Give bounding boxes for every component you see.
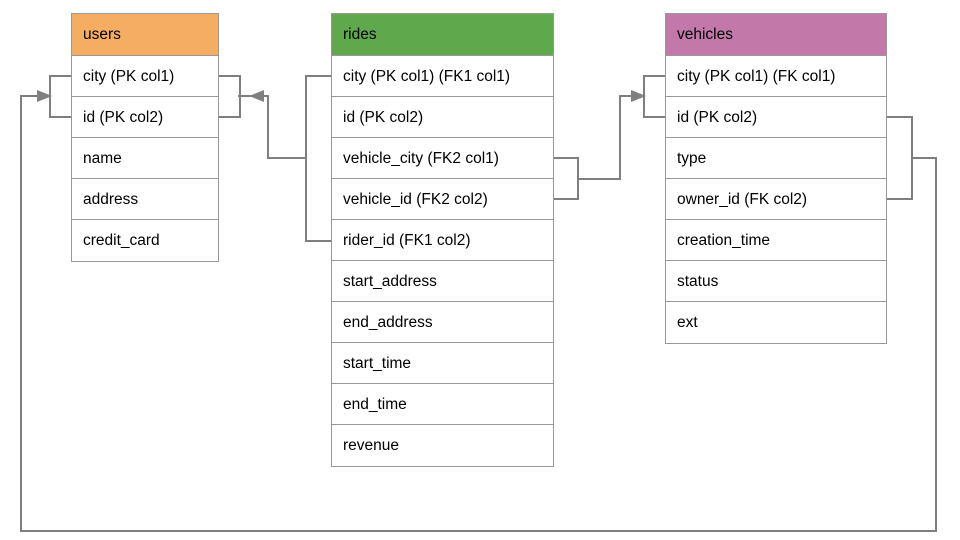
table-row[interactable]: ext [666,302,886,343]
table-row[interactable]: end_address [332,302,553,343]
table-row[interactable]: city (PK col1) (FK1 col1) [332,56,553,97]
table-header-rides: rides [332,14,553,56]
table-row[interactable]: end_time [332,384,553,425]
fk3-arrowhead [37,90,52,102]
table-row[interactable]: vehicle_id (FK2 col2) [332,179,553,220]
entity-table-vehicles[interactable]: vehicles city (PK col1) (FK col1) id (PK… [665,13,887,344]
table-row[interactable]: vehicle_city (FK2 col1) [332,138,553,179]
fk2-arrowhead [631,90,646,102]
table-row[interactable]: city (PK col1) (FK col1) [666,56,886,97]
table-row[interactable]: status [666,261,886,302]
table-header-users: users [72,14,218,56]
table-header-vehicles: vehicles [666,14,886,56]
fk1-users-bracket [219,75,241,118]
table-row[interactable]: id (PK col2) [72,97,218,138]
fk2-rides-bracket [554,157,579,200]
fk1-rides-bracket [305,75,331,242]
table-row[interactable]: start_address [332,261,553,302]
table-row[interactable]: address [72,179,218,220]
fk3-users-bracket [49,75,71,118]
entity-table-rides[interactable]: rides city (PK col1) (FK1 col1) id (PK c… [331,13,554,467]
table-row[interactable]: city (PK col1) [72,56,218,97]
fk1-arrowhead [249,90,264,102]
table-row[interactable]: id (PK col2) [666,97,886,138]
table-row[interactable]: start_time [332,343,553,384]
table-row[interactable]: creation_time [666,220,886,261]
table-row[interactable]: revenue [332,425,553,466]
table-row[interactable]: name [72,138,218,179]
fk1-link-line [238,95,306,159]
table-row[interactable]: id (PK col2) [332,97,553,138]
fk2-link-line [578,95,636,180]
fk3-vehicles-bracket [887,116,913,200]
table-row[interactable]: owner_id (FK col2) [666,179,886,220]
table-row[interactable]: rider_id (FK1 col2) [332,220,553,261]
fk2-vehicles-bracket [643,75,665,118]
table-row[interactable]: credit_card [72,220,218,261]
entity-table-users[interactable]: users city (PK col1) id (PK col2) name a… [71,13,219,262]
table-row[interactable]: type [666,138,886,179]
